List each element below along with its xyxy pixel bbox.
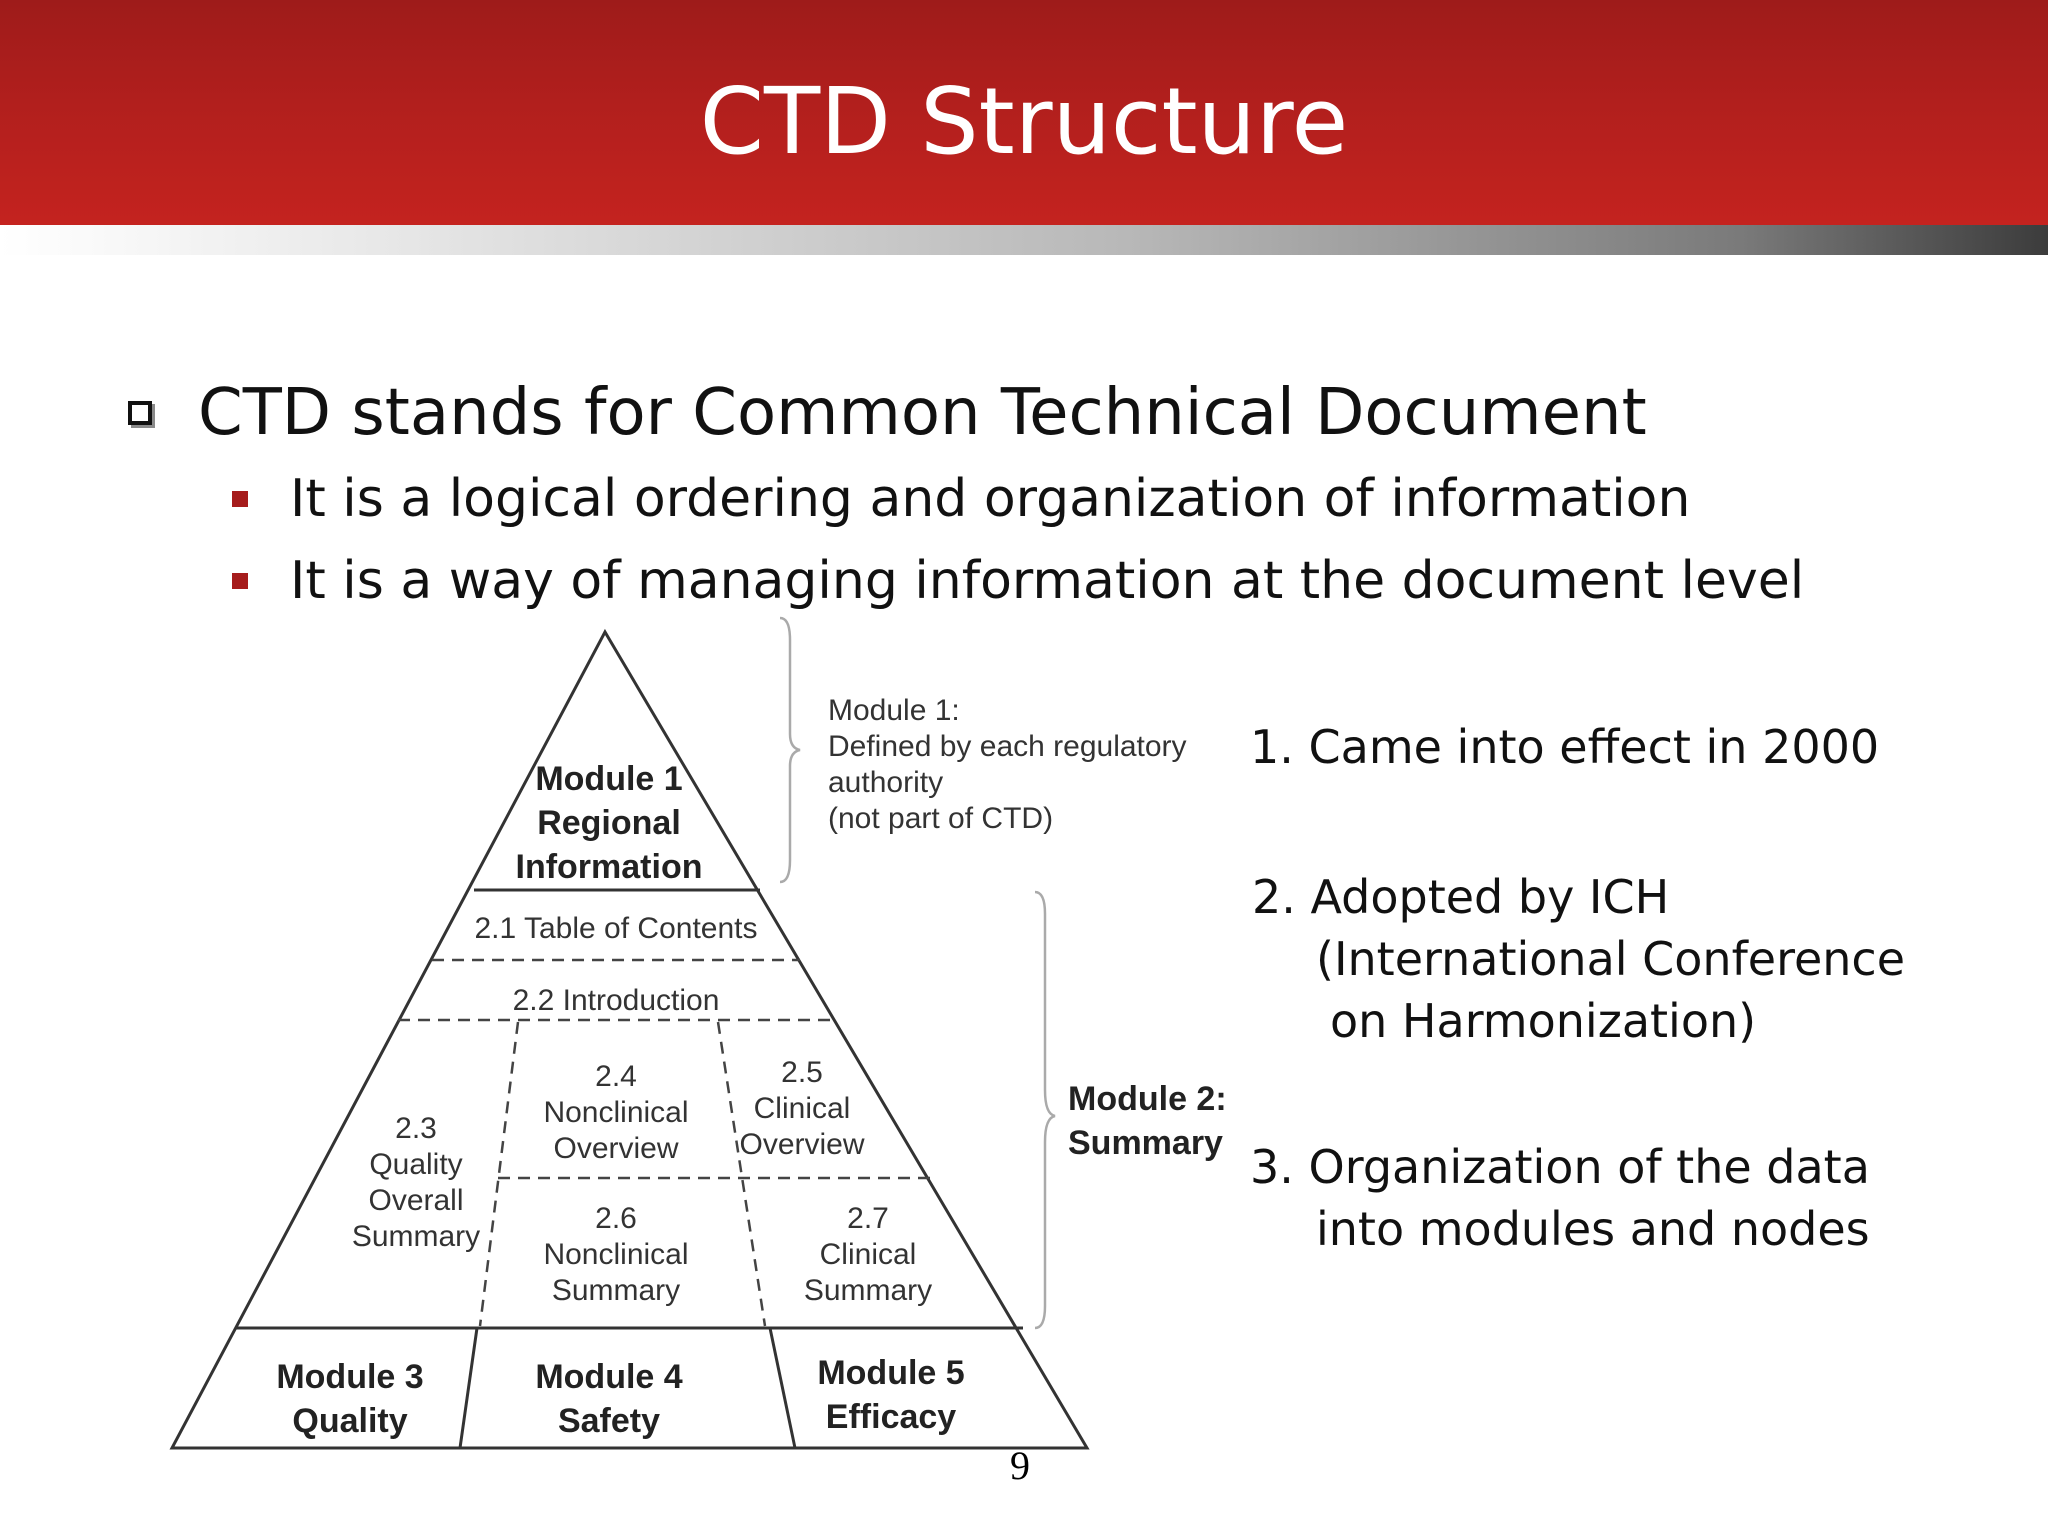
sub-bullet-text: It is a logical ordering and organizatio… bbox=[290, 469, 1691, 529]
nonclinical-overview-label: Nonclinical bbox=[543, 1096, 688, 1129]
nonclinical-summary-label: Nonclinical bbox=[543, 1238, 688, 1271]
module1-note: (not part of CTD) bbox=[828, 802, 1053, 835]
quality-summary-label: Overall bbox=[368, 1184, 463, 1217]
module1-note: authority bbox=[828, 766, 943, 799]
nonclinical-summary-label: Summary bbox=[552, 1274, 680, 1307]
quality-summary-label: 2.3 bbox=[395, 1112, 437, 1145]
clinical-overview-label: 2.5 bbox=[781, 1056, 823, 1089]
clinical-overview-label: Overview bbox=[739, 1128, 864, 1161]
module2-note: Summary bbox=[1068, 1124, 1223, 1162]
note-item-2: (International Conference bbox=[1316, 932, 1906, 986]
module1-label: Regional bbox=[537, 804, 681, 842]
module1-brace bbox=[779, 616, 801, 884]
module4-label: Safety bbox=[558, 1402, 660, 1440]
pyramid-outline bbox=[169, 628, 1090, 1450]
module1-label: Module 1 bbox=[535, 760, 682, 798]
clinical-overview-label: Clinical bbox=[754, 1092, 851, 1125]
sub-bullet: It is a way of managing information at t… bbox=[232, 546, 1804, 616]
clinical-summary-label: 2.7 bbox=[847, 1202, 889, 1235]
page-number: 9 bbox=[1010, 1443, 1030, 1488]
quality-summary-label: Summary bbox=[352, 1220, 480, 1253]
note-item-3: into modules and nodes bbox=[1316, 1202, 1870, 1256]
header-gradient-strip bbox=[0, 225, 2048, 255]
intro-label: 2.2 Introduction bbox=[513, 984, 720, 1017]
bullet-main-text: CTD stands for Common Technical Document bbox=[198, 376, 1647, 450]
note-item-3: 3. Organization of the data bbox=[1250, 1140, 1870, 1194]
nonclinical-clinical-divider bbox=[716, 1021, 767, 1327]
module1-note: Defined by each regulatory bbox=[828, 730, 1187, 763]
note-item-1: 1. Came into effect in 2000 bbox=[1250, 720, 1880, 774]
toc-label: 2.1 Table of Contents bbox=[475, 912, 758, 945]
module3-label: Module 3 bbox=[276, 1358, 423, 1396]
note-item-2: 2. Adopted by ICH bbox=[1252, 870, 1670, 924]
module5-label: Module 5 bbox=[817, 1354, 964, 1392]
nonclinical-overview-label: 2.4 bbox=[595, 1060, 637, 1093]
slide-title: CTD Structure bbox=[699, 68, 1349, 175]
header-bar bbox=[0, 0, 2048, 225]
module1-note: Module 1: bbox=[828, 694, 960, 727]
clinical-summary-label: Clinical bbox=[820, 1238, 917, 1271]
clinical-summary-label: Summary bbox=[804, 1274, 932, 1307]
nonclinical-summary-label: 2.6 bbox=[595, 1202, 637, 1235]
module4-label: Module 4 bbox=[535, 1358, 682, 1396]
module3-4-divider bbox=[458, 1327, 479, 1449]
square-bullet-icon bbox=[232, 573, 248, 589]
sub-bullet-text: It is a way of managing information at t… bbox=[290, 551, 1805, 611]
quality-nonclinical-divider bbox=[478, 1021, 520, 1327]
module3-label: Quality bbox=[292, 1402, 407, 1440]
module4-5-divider bbox=[768, 1327, 797, 1449]
square-bullet-icon bbox=[232, 491, 248, 507]
sub-bullet: It is a logical ordering and organizatio… bbox=[232, 464, 1690, 534]
module1-label: Information bbox=[516, 848, 703, 886]
checkbox-bullet-icon bbox=[128, 401, 152, 425]
note-item-2: on Harmonization) bbox=[1330, 994, 1757, 1048]
module2-note: Module 2: bbox=[1068, 1080, 1227, 1118]
nonclinical-overview-label: Overview bbox=[553, 1132, 678, 1165]
module5-label: Efficacy bbox=[826, 1398, 956, 1436]
quality-summary-label: Quality bbox=[369, 1148, 462, 1181]
module2-brace bbox=[1034, 890, 1056, 1330]
bullet-main: CTD stands for Common Technical Document bbox=[128, 368, 1647, 458]
